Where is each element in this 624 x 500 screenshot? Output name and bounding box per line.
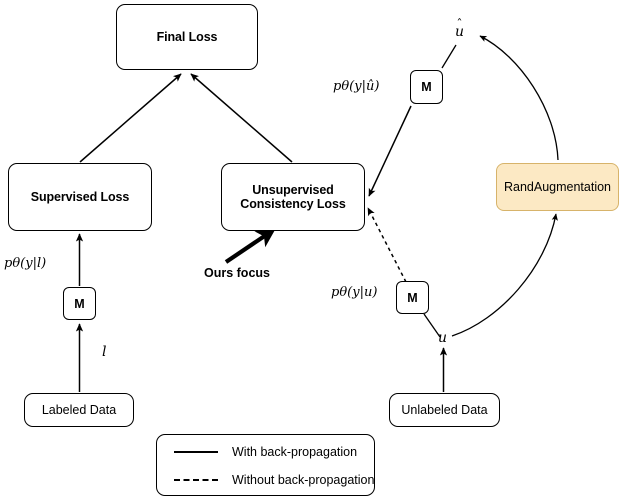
- node-unsupervised-loss-label-line1: Unsupervised: [252, 183, 334, 197]
- node-labeled-data-label: Labeled Data: [41, 403, 117, 417]
- edge-randaugmentation-to-uhat: [479, 35, 559, 161]
- edge-u-to-randaugmentation: [451, 213, 558, 337]
- label-ours-focus: Ours focus: [204, 266, 270, 280]
- node-model-augmented-label: M: [421, 80, 432, 94]
- node-model-unlabeled[interactable]: M: [396, 281, 429, 314]
- label-prob-unlabeled: pθ(y|u): [331, 285, 377, 300]
- label-var-l-text: l: [102, 344, 107, 360]
- label-var-u-text: u: [438, 330, 448, 346]
- label-var-u-hat-wrap: ˆ u: [455, 17, 465, 40]
- node-model-augmented[interactable]: M: [410, 70, 443, 104]
- label-prob-labeled: pθ(y|l): [4, 256, 46, 271]
- legend-solid-label: With back-propagation: [232, 445, 358, 459]
- node-model-labeled[interactable]: M: [63, 287, 96, 320]
- label-prob-augmented-text: pθ(y|û): [333, 79, 380, 94]
- node-supervised-loss-label: Supervised Loss: [30, 190, 130, 204]
- legend-item-dashed: Without back-propagation: [174, 473, 374, 487]
- label-prob-labeled-text: pθ(y|l): [4, 256, 47, 271]
- node-rand-augmentation-label: RandAugmentation: [503, 180, 612, 194]
- edge-supervised-to-final: [79, 73, 182, 163]
- node-supervised-loss[interactable]: Supervised Loss: [8, 163, 152, 231]
- label-var-u: u: [438, 330, 447, 346]
- node-final-loss-label: Final Loss: [156, 30, 218, 44]
- node-labeled-data[interactable]: Labeled Data: [24, 393, 134, 427]
- label-ours-focus-text: Ours focus: [204, 266, 270, 280]
- label-var-u-hat: ˆ u: [455, 17, 465, 40]
- node-model-unlabeled-label: M: [407, 290, 418, 305]
- legend-item-solid: With back-propagation: [174, 445, 357, 459]
- legend-dashed-line-icon: [174, 479, 218, 481]
- edge-unsupervised-to-final: [190, 73, 293, 163]
- edge-uhat-to-model-aug: [441, 44, 457, 69]
- edge-model-aug-to-unsupervised: [368, 105, 412, 197]
- node-rand-augmentation[interactable]: RandAugmentation: [496, 163, 619, 211]
- edge-model-weak-to-unsupervised: [367, 207, 407, 283]
- label-var-l: l: [102, 344, 106, 360]
- node-unsupervised-loss-text: Unsupervised Consistency Loss: [240, 183, 345, 211]
- edge-u-to-model-weak: [423, 313, 441, 338]
- legend-box: With back-propagation Without back-propa…: [156, 434, 375, 496]
- label-prob-augmented: pθ(y|û): [333, 79, 379, 94]
- node-unsupervised-loss-label-line2: Consistency Loss: [240, 197, 346, 211]
- node-final-loss[interactable]: Final Loss: [116, 4, 258, 70]
- node-model-labeled-label: M: [74, 296, 85, 311]
- hat-accent-icon: ˆ: [456, 16, 463, 31]
- label-var-u-hat-text: u: [455, 24, 465, 40]
- node-unlabeled-data-label: Unlabeled Data: [401, 403, 488, 417]
- node-unlabeled-data[interactable]: Unlabeled Data: [389, 393, 500, 427]
- legend-solid-line-icon: [174, 451, 218, 453]
- legend-dashed-label: Without back-propagation: [232, 473, 375, 487]
- label-prob-unlabeled-text: pθ(y|u): [331, 285, 378, 300]
- edge-ours-focus-pointer: [224, 228, 276, 264]
- node-unsupervised-consistency-loss[interactable]: Unsupervised Consistency Loss: [221, 163, 365, 231]
